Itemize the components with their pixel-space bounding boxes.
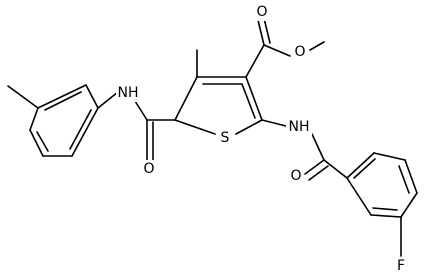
bond-tolyl-4-5 [29, 129, 44, 157]
bond-nh-cbenzamide [311, 133, 325, 161]
bond-cbenzamide-aryl [323, 159, 348, 179]
bond-lines [7, 13, 418, 257]
bond-fphenyl-3-4 [404, 159, 418, 194]
label-bg-nh-benzamide [286, 118, 312, 136]
bond-fphenyl-6-1 [346, 177, 372, 216]
bond-c4-c5 [174, 76, 198, 121]
bond-fphenyl-4-5 [400, 192, 418, 218]
bond-tolyl-6-1-inner [69, 109, 92, 150]
bond-fphenyl-2-3 [373, 152, 406, 161]
atom-label-s-thiophene: S [221, 130, 230, 146]
label-bg-f-fluoro [393, 257, 409, 275]
atom-label-o-ester-carbonyl: O [256, 4, 267, 20]
bond-fphenyl-1-2-inner [353, 158, 376, 179]
bond-tolyl-3-4 [29, 107, 39, 131]
atom-label-nh-anilide: NH [118, 85, 139, 101]
label-bg-o-ester-methoxy [292, 43, 308, 61]
bond-fphenyl-1-2 [346, 152, 375, 179]
bond-tolyl-6-1 [71, 107, 99, 157]
bond-tolyl-2-3 [37, 84, 87, 109]
label-bg-o-benzamide [288, 167, 304, 185]
bond-omethoxy-ch3 [309, 41, 325, 51]
label-bg-nh-anilide [116, 84, 142, 102]
bond-camide-nh [134, 100, 148, 121]
label-bg-s-thiophene [217, 129, 233, 147]
label-bg-o-anilide [141, 160, 157, 178]
atom-label-o-anilide: O [143, 161, 154, 177]
bond-nh-aryl [97, 91, 119, 109]
atom-label-o-ester-methoxy: O [294, 44, 305, 60]
bond-c2-c3-inner [241, 83, 256, 119]
bond-cbenzamide-o-double-a [304, 159, 325, 175]
label-bg-o-ester-carbonyl [254, 3, 270, 21]
bond-cester-omethoxy [263, 44, 291, 57]
atom-label-nh-benzamide: NH [289, 119, 310, 135]
bond-c2-c3 [245, 76, 263, 121]
bond-tolyl-methyl [7, 85, 39, 109]
bond-fphenyl-5-6-inner [372, 207, 398, 211]
bond-c5-s [174, 119, 216, 135]
bond-fphenyl-5-6 [370, 214, 402, 218]
bond-tolyl-2-3-inner [44, 91, 82, 111]
bond-tolyl-4-5-inner [36, 131, 49, 152]
bond-c3-cester [245, 44, 265, 78]
bond-fphenyl-3-4-inner [398, 165, 410, 194]
bond-c2-nh [261, 119, 287, 127]
atom-label-o-benzamide: O [290, 168, 301, 184]
bond-tolyl-1-2 [85, 84, 99, 109]
atom-label-f-fluoro: F [397, 258, 405, 274]
bond-s-c2 [235, 119, 263, 135]
atom-labels: O O NH O S NH O F [116, 3, 409, 275]
bond-cbenzamide-o-double-b [308, 165, 329, 181]
